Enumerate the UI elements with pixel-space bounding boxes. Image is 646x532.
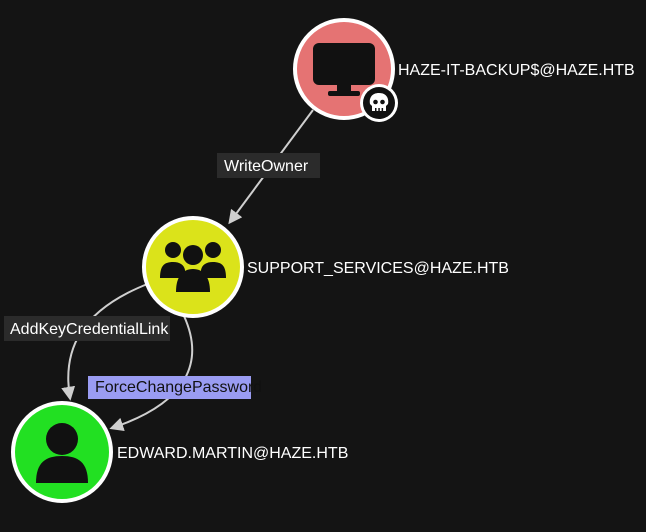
node-group-circle[interactable] (142, 216, 244, 318)
node-group-label[interactable]: SUPPORT_SERVICES@HAZE.HTB (247, 260, 509, 277)
user-icon (36, 423, 88, 483)
edge-writeowner-label[interactable]: WriteOwner (224, 158, 309, 175)
node-user-label[interactable]: EDWARD.MARTIN@HAZE.HTB (117, 445, 348, 462)
desktop-monitor-icon (313, 43, 375, 96)
edge-addkeycredentiallink-label-bg[interactable] (4, 316, 170, 341)
edge-writeowner-label-bg[interactable] (217, 153, 320, 178)
edge-forcechangepassword[interactable]: ForceChangePassword (88, 315, 262, 432)
edge-addkeycredentiallink-label[interactable]: AddKeyCredentialLink (10, 321, 169, 338)
group-users-icon (160, 242, 226, 292)
node-user[interactable]: EDWARD.MARTIN@HAZE.HTB (11, 401, 348, 503)
edge-addkeycredentiallink[interactable]: AddKeyCredentialLink (4, 282, 170, 401)
edge-forcechangepassword-label[interactable]: ForceChangePassword (95, 379, 262, 396)
skull-icon (360, 84, 398, 122)
node-computer[interactable]: HAZE-IT-BACKUP$@HAZE.HTB (293, 18, 635, 122)
edge-forcechangepassword-label-bg[interactable] (88, 376, 251, 399)
node-group[interactable]: SUPPORT_SERVICES@HAZE.HTB (142, 216, 509, 318)
edge-writeowner[interactable]: WriteOwner (217, 109, 320, 225)
node-computer-label[interactable]: HAZE-IT-BACKUP$@HAZE.HTB (398, 62, 635, 79)
